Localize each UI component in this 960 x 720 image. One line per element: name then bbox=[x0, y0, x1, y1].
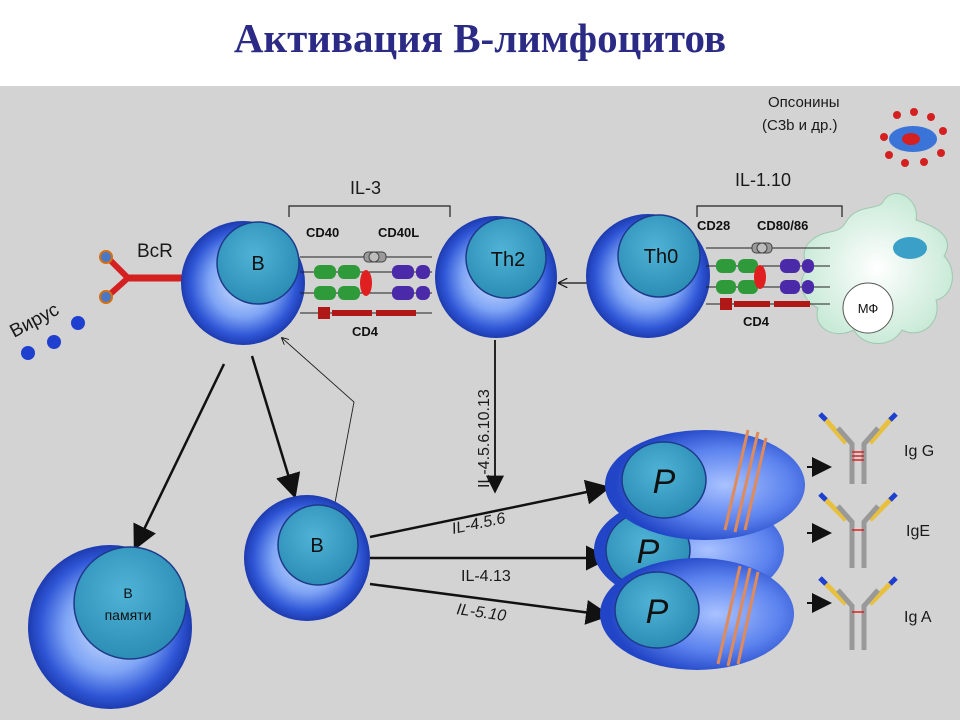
b-to-memory-arrow bbox=[133, 363, 226, 551]
b-to-b-arrow bbox=[250, 355, 301, 499]
memory-b-label-1: В bbox=[123, 585, 132, 601]
cd40-label: CD40 bbox=[306, 225, 339, 240]
feedback-arrow bbox=[282, 338, 355, 509]
th2-cell: Th2 bbox=[435, 216, 557, 338]
plasma-igg-label: P bbox=[653, 463, 676, 501]
opsonins-label-2: (С3b и др.) bbox=[762, 117, 837, 134]
bcr-receptor-icon bbox=[99, 250, 186, 304]
opsonin-group: Опсонины (С3b и др.) bbox=[762, 94, 947, 167]
b-cell-middle-label: В bbox=[310, 535, 323, 557]
title-bar: Активация В-лимфоцитов bbox=[0, 0, 960, 86]
igg-antibody-icon bbox=[818, 412, 898, 484]
b-to-plasma-iga-arrow bbox=[369, 582, 611, 625]
macrophage-cell: МФ bbox=[801, 193, 953, 344]
b-cell-top-label: В bbox=[251, 253, 264, 275]
iga-antibody-icon bbox=[818, 576, 898, 650]
il3-label: IL-3 bbox=[350, 178, 381, 198]
plasma-iga-label: P bbox=[646, 593, 669, 631]
memory-b-cell: В памяти bbox=[28, 545, 192, 709]
bcr-label: BcR bbox=[137, 241, 173, 262]
cd4-right-label: CD4 bbox=[743, 314, 770, 329]
cd40l-label: CD40L bbox=[378, 225, 419, 240]
plasma-cell-iga: P bbox=[600, 558, 794, 670]
b-to-plasma-igg-arrow bbox=[369, 479, 611, 539]
cd4-left-label: CD4 bbox=[352, 324, 379, 339]
cd80-86-label: CD80/86 bbox=[757, 218, 808, 233]
slide-title: Активация В-лимфоцитов bbox=[233, 15, 727, 61]
opsonins-label-1: Опсонины bbox=[768, 94, 840, 111]
th0-cell: Th0 bbox=[586, 214, 710, 338]
il110-bracket bbox=[696, 205, 843, 217]
iga-label: Ig A bbox=[904, 609, 932, 626]
b-cell-middle: В bbox=[244, 495, 370, 621]
ige-antibody-icon bbox=[818, 492, 898, 568]
cd28-label: CD28 bbox=[697, 218, 730, 233]
plasma-cell-igg: P bbox=[605, 429, 805, 540]
il-413-label: IL-4.13 bbox=[461, 568, 511, 585]
th2-label: Th2 bbox=[491, 249, 525, 271]
synapse-th0-mf: CD28 CD80/86 CD4 bbox=[697, 218, 830, 329]
virus-group: Вирус bbox=[6, 299, 85, 360]
macrophage-label: МФ bbox=[858, 301, 879, 316]
synapse-b-th2: CD40 CD40L CD4 bbox=[300, 225, 432, 339]
ige-label: IgE bbox=[906, 523, 930, 540]
il-vertical-label: IL-4.5.6.10.13 bbox=[476, 389, 493, 488]
il-510-label: IL-5.10 bbox=[455, 601, 507, 625]
th0-label: Th0 bbox=[644, 246, 678, 268]
b-cell-top: В bbox=[181, 221, 305, 345]
il110-label: IL-1.10 bbox=[735, 170, 791, 190]
memory-b-label-2: памяти bbox=[105, 607, 152, 623]
igg-label: Ig G bbox=[904, 443, 934, 460]
plasma-ige-label: P bbox=[637, 533, 660, 571]
il3-bracket bbox=[288, 205, 451, 217]
virus-particle-icon bbox=[21, 346, 35, 360]
